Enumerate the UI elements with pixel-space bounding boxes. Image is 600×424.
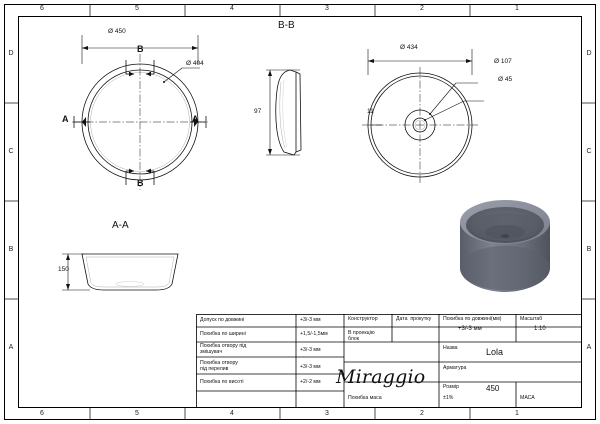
zone-top-2: 2	[420, 5, 424, 12]
field-size-value: 450	[486, 384, 500, 393]
plan-inner-diameter-label: Ø 404	[186, 60, 204, 67]
zone-bottom-3: 3	[325, 410, 329, 417]
section-aa-height-label: 150	[58, 266, 69, 273]
plan-view	[72, 35, 208, 190]
zone-right-a: A	[586, 344, 592, 351]
section-aa-label: A-A	[112, 220, 129, 231]
tol-1-value: +1,5/-1,5мм	[300, 331, 328, 337]
zone-top-1: 1	[515, 5, 519, 12]
zone-right-c: C	[586, 148, 592, 155]
zone-bottom-2: 2	[420, 410, 424, 417]
zone-left-c: C	[8, 148, 14, 155]
tol-3-label: Похибка отвору під перелив	[200, 360, 238, 372]
plan-outer-diameter-label: Ø 450	[108, 28, 126, 35]
field-name-label: Назва	[443, 345, 458, 351]
hole-large-diameter-label: Ø 107	[494, 58, 512, 65]
zone-right-b: B	[586, 246, 592, 253]
field-mass-pct-label: ±1%	[443, 395, 454, 401]
title-block: Допуск по довжині +3/-3 мм Похибка по ши…	[196, 314, 582, 408]
zone-top-3: 3	[325, 5, 329, 12]
field-scale-label: Масштаб	[520, 316, 543, 322]
section-aa-view	[62, 253, 179, 291]
zone-top-6: 6	[40, 5, 44, 12]
hole-small-diameter-label: Ø 45	[498, 76, 513, 83]
brand-logo: Miraggio	[336, 366, 426, 388]
field-mass-tol-label: Похибка маса	[348, 395, 382, 401]
zone-bottom-4: 4	[230, 410, 234, 417]
field-scale-value: 1:10	[534, 326, 546, 332]
bottom-outer-diameter-label: Ø 434	[400, 44, 418, 51]
section-mark-a-left: A	[62, 114, 69, 124]
product-render	[460, 200, 550, 292]
tol-0-value: +3/-3 мм	[300, 317, 321, 323]
tol-1-label: Похибка по ширині	[200, 331, 246, 337]
bottom-plan-view	[362, 49, 484, 183]
tol-4-value: +2/-2 мм	[300, 379, 321, 385]
wall-thickness-label: 11	[367, 108, 374, 115]
section-bb-label: B-B	[278, 20, 295, 31]
section-mark-b-bottom: B	[137, 178, 144, 188]
section-mark-a-right: A	[192, 114, 199, 124]
field-mass-label: МАСА	[520, 395, 535, 401]
zone-left-a: A	[8, 344, 14, 351]
zone-top-4: 4	[230, 5, 234, 12]
field-len-tol-label: Похибка по довжині(мм)	[443, 316, 502, 322]
field-designer-label: Конструктор	[348, 316, 378, 322]
field-date-label: Дата прокутку	[396, 316, 432, 322]
tol-0-label: Допуск по довжині	[200, 317, 245, 323]
zone-right-d: D	[586, 50, 592, 57]
field-size-label: Розмір	[443, 384, 460, 390]
field-len-tol-value: +3/-3 мм	[458, 326, 482, 332]
zone-bottom-6: 6	[40, 410, 44, 417]
tol-2-value: +3/-3 мм	[300, 347, 321, 353]
section-bb-height-label: 97	[254, 108, 262, 115]
zone-bottom-5: 5	[135, 410, 139, 417]
title-block-grid	[196, 314, 582, 408]
sheet-outer-border	[4, 4, 596, 420]
zone-top-5: 5	[135, 5, 139, 12]
tol-2-label: Похибка отвору під змішувач	[200, 343, 247, 355]
field-fittings-label: Арматура	[443, 365, 467, 371]
section-bb-view	[266, 69, 302, 156]
zone-left-d: D	[8, 50, 14, 57]
tol-3-value: +3/-3 мм	[300, 364, 321, 370]
zone-left-b: B	[8, 246, 14, 253]
field-name-value: Lola	[486, 347, 504, 357]
field-proj-label: В проекцію блок	[348, 330, 375, 342]
tol-4-label: Похибка по висоті	[200, 379, 244, 385]
zone-bottom-1: 1	[515, 410, 519, 417]
section-mark-b-top: B	[137, 44, 144, 54]
